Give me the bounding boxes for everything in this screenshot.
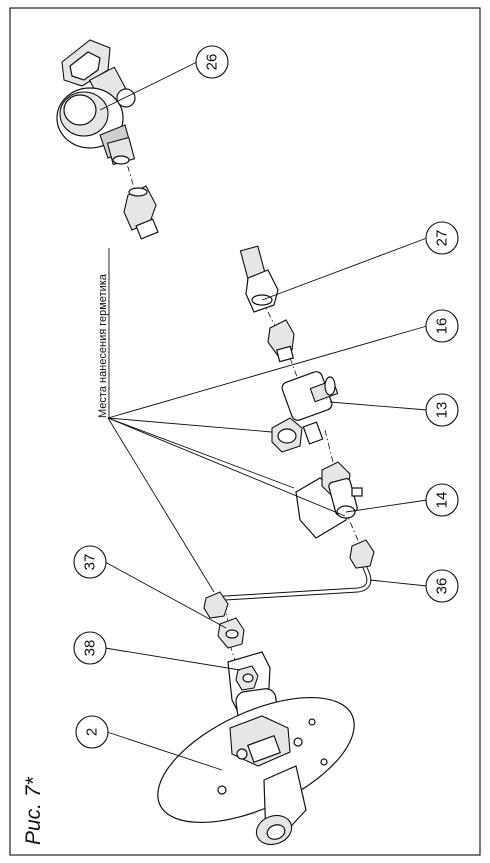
callout-14-label: 14 <box>434 492 451 509</box>
callout-36: 36 <box>425 569 459 603</box>
tee-valve-13-part <box>271 371 339 453</box>
figure-caption: Рис. 7* <box>22 776 45 845</box>
callout-38-label: 38 <box>82 640 99 657</box>
callout-13: 13 <box>425 393 459 427</box>
drawing-frame <box>9 7 481 856</box>
callout-37: 37 <box>73 545 107 579</box>
gas-pipe-36-part <box>203 539 375 619</box>
regulator-fitting <box>123 185 159 240</box>
adapter-16-part <box>267 319 295 363</box>
callout-26-label: 26 <box>204 54 221 71</box>
sealant-note-text: Места нанесения герметика <box>97 273 109 418</box>
gas-regulator-part <box>56 39 136 166</box>
callout-16: 16 <box>425 309 459 343</box>
callout-27-label: 27 <box>434 230 451 247</box>
callout-36-label: 36 <box>434 578 451 595</box>
callout-14: 14 <box>425 483 459 517</box>
nut-27-part <box>239 245 279 313</box>
sealant-leaders <box>107 417 346 593</box>
callout-leaders <box>99 61 428 771</box>
callout-27: 27 <box>425 221 459 255</box>
callout-16-label: 16 <box>434 318 451 335</box>
valve-14-part <box>295 461 363 539</box>
nut-37-part <box>217 617 245 649</box>
callout-26: 26 <box>195 45 229 79</box>
callout-2: 2 <box>75 715 109 749</box>
callout-2-label: 2 <box>84 728 101 736</box>
sealant-note: Места нанесения герметика <box>97 248 110 418</box>
callout-38: 38 <box>73 631 107 665</box>
callout-37-label: 37 <box>82 554 99 571</box>
burner-plate-2-part <box>157 696 355 846</box>
callout-13-label: 13 <box>434 402 451 419</box>
